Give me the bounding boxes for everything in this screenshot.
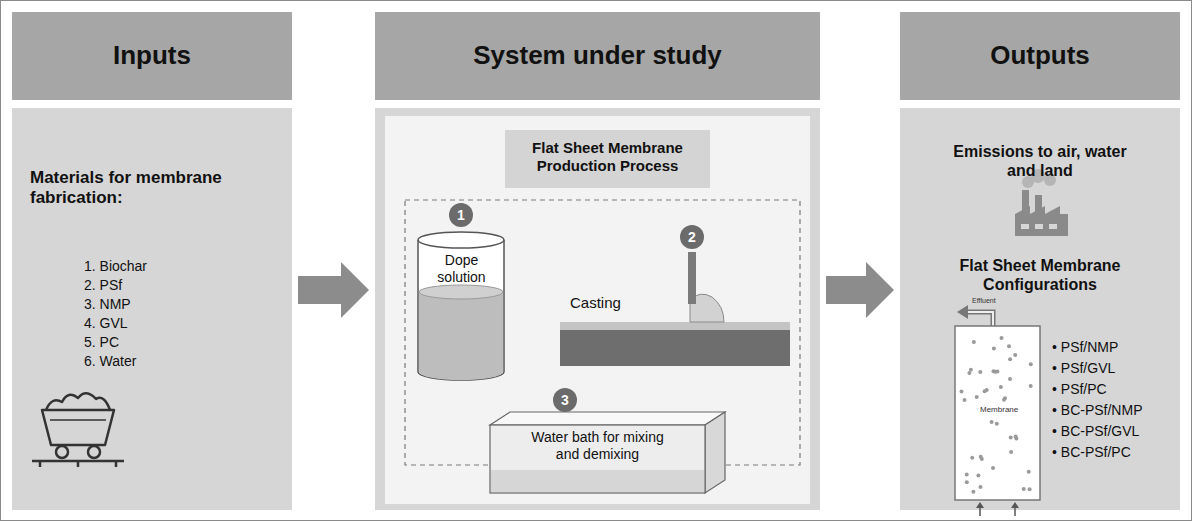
node-text: 3. NMP <box>84 296 274 313</box>
membrane-dot <box>1009 450 1013 454</box>
water-bath <box>490 412 725 493</box>
membrane-dot <box>1029 362 1033 366</box>
node-text: 5. PC <box>84 334 274 351</box>
panel-header <box>12 12 292 100</box>
membrane-dot <box>1028 487 1032 491</box>
cart-icon <box>32 393 124 467</box>
membrane-dot <box>1008 377 1012 381</box>
node-text: • PSf/GVL <box>1052 360 1177 377</box>
membrane-dot <box>1000 336 1004 340</box>
membrane-dot <box>1007 344 1011 348</box>
membrane-dot <box>969 368 973 372</box>
node-text: 2. PSf <box>84 277 274 294</box>
panel-header <box>900 12 1180 100</box>
membrane-dot <box>972 340 976 344</box>
system-panel: System under studyFlat Sheet Membrane Pr… <box>375 12 820 510</box>
membrane-dot <box>1003 396 1007 400</box>
membrane-dot <box>978 370 982 374</box>
node-text: Dope solution <box>422 252 501 286</box>
callout-circle <box>680 225 704 249</box>
membrane-dot <box>965 473 969 477</box>
node-text: System under study <box>375 40 820 71</box>
node-text: Emissions to air, water and land <box>950 142 1130 180</box>
node-text: 6. Water <box>84 353 274 370</box>
node-text: Flat Sheet Membrane Production Process <box>513 139 702 175</box>
node-text: • BC-PSf/NMP <box>1052 402 1177 419</box>
callout-number: 2 <box>688 230 696 244</box>
flow-arrow <box>826 262 894 318</box>
part-label: Membrane <box>980 406 1018 414</box>
membrane-dot <box>971 490 975 494</box>
node-text: • BC-PSf/GVL <box>1052 423 1177 440</box>
membrane-dot <box>1029 384 1033 388</box>
membrane-dot <box>992 346 996 350</box>
panel-heading: Outputs <box>900 40 1180 71</box>
node-text: • PSf/PC <box>1052 381 1177 398</box>
flow-arrow <box>298 262 369 318</box>
membrane-dot <box>1027 470 1031 474</box>
callout-circle <box>449 203 473 227</box>
input-panel: InputsMaterials for membrane fabrication… <box>12 12 292 510</box>
membrane-dot <box>979 485 983 489</box>
panel-body <box>375 108 820 510</box>
part-label: Effluent <box>972 297 996 304</box>
panel-header <box>375 12 820 100</box>
node-text: Casting <box>570 294 670 312</box>
membrane-dot <box>1008 357 1012 361</box>
water-bath-step: Water bath for mixing and demixing <box>490 412 725 493</box>
membrane-dot <box>995 422 999 426</box>
membrane-dot <box>1013 353 1017 357</box>
membrane-dot <box>1009 436 1013 440</box>
node-text: Water bath for mixing and demixing <box>525 429 670 463</box>
membrane-dot <box>983 389 987 393</box>
panel-inner <box>385 116 810 504</box>
callout-number: 1 <box>457 208 465 222</box>
membrane-dot <box>1014 434 1018 438</box>
membrane-dot <box>965 480 969 484</box>
membrane-dot <box>960 390 964 394</box>
casting-rig <box>560 252 790 366</box>
membrane-dot <box>993 370 997 374</box>
casting-step: Casting <box>560 240 790 366</box>
output-panel: OutputsEmissions to air, water and landF… <box>900 12 1180 510</box>
membrane-dot <box>991 466 995 470</box>
membrane-dot <box>976 474 980 478</box>
callout-circle <box>553 388 577 412</box>
membrane-dot <box>970 456 974 460</box>
membrane-dot <box>979 455 983 459</box>
node-text: Flat Sheet Membrane Configurations <box>930 256 1150 294</box>
membrane-dot <box>1022 487 1026 491</box>
node-text: Materials for membrane fabrication: <box>30 168 280 209</box>
callout-number: 3 <box>561 393 569 407</box>
membrane-dot <box>999 385 1003 389</box>
node-text: • BC-PSf/PC <box>1052 444 1177 461</box>
panel-body <box>900 108 1180 510</box>
dope-solution: Dope solution <box>418 232 505 380</box>
node-text: • PSf/NMP <box>1052 339 1177 356</box>
membrane-dot <box>975 395 979 399</box>
process-title-box: Flat Sheet Membrane Production Process <box>505 130 710 188</box>
panel-body <box>12 108 292 510</box>
membrane-dot <box>963 398 967 402</box>
dope-cylinder <box>418 232 504 380</box>
membrane-dot <box>990 420 994 424</box>
membrane-module <box>955 305 1040 516</box>
node-text: 4. GVL <box>84 315 274 332</box>
panel-heading: Inputs <box>12 40 292 71</box>
node-text: 1. Biochar <box>84 258 274 275</box>
